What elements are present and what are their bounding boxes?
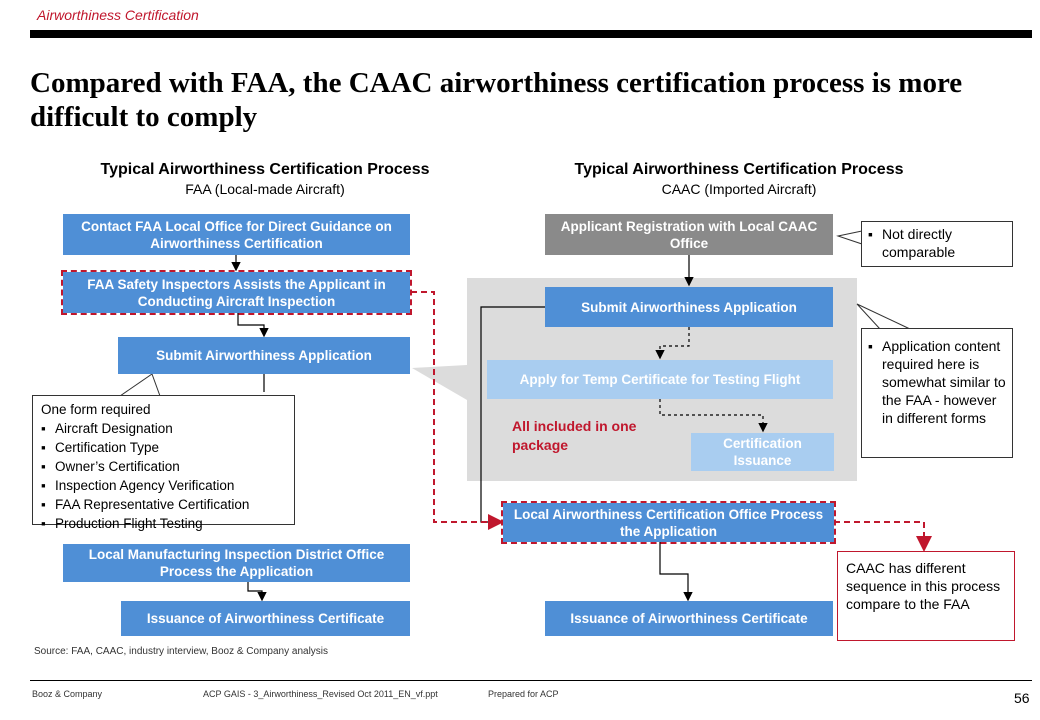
caac-step-certification-issuance: Certification Issuance [691, 433, 834, 471]
note-item-inspection-agency: Inspection Agency Verification [41, 476, 286, 495]
faa-step-district-office: Local Manufacturing Inspection District … [63, 544, 410, 582]
different-sequence-callout: CAAC has different sequence in this proc… [837, 551, 1015, 641]
faa-heading: Typical Airworthiness Certification Proc… [100, 161, 430, 178]
application-content-text: Application content required here is som… [868, 337, 1006, 427]
caac-step-registration: Applicant Registration with Local CAAC O… [545, 214, 833, 255]
caac-step-issuance: Issuance of Airworthiness Certificate [545, 601, 833, 636]
package-label: All included in one package [512, 418, 637, 453]
footer-file: ACP GAIS - 3_Airworthiness_Revised Oct 2… [203, 689, 438, 699]
caac-step-local-office: Local Airworthiness Certification Office… [501, 501, 836, 544]
header-rule [30, 30, 1032, 38]
one-form-note-title: One form required [41, 402, 151, 417]
caac-step-submit-application: Submit Airworthiness Application [545, 287, 833, 327]
different-sequence-text: CAAC has different sequence in this proc… [846, 560, 1001, 612]
page-number: 56 [1014, 690, 1030, 706]
caac-subheading: CAAC (Imported Aircraft) [661, 181, 817, 197]
faa-subheading: FAA (Local-made Aircraft) [185, 181, 345, 197]
faa-column-heading: Typical Airworthiness Certification Proc… [40, 160, 490, 198]
note-item-owners-certification: Owner’s Certification [41, 457, 286, 476]
source-note: Source: FAA, CAAC, industry interview, B… [34, 646, 329, 657]
application-content-callout: Application content required here is som… [861, 328, 1013, 458]
not-comparable-text: Not directly comparable [868, 225, 1006, 261]
footer-rule [30, 680, 1032, 681]
one-form-note: One form required Aircraft Designation C… [32, 395, 295, 533]
footer-prepared: Prepared for ACP [488, 689, 559, 699]
note-item-faa-representative: FAA Representative Certification [41, 495, 286, 514]
not-comparable-callout: Not directly comparable [861, 221, 1013, 267]
note-item-certification-type: Certification Type [41, 438, 286, 457]
one-form-note-list: Aircraft Designation Certification Type … [41, 419, 286, 533]
note-item-production-flight: Production Flight Testing [41, 514, 286, 533]
footer-company: Booz & Company [32, 689, 103, 699]
page-title: Compared with FAA, the CAAC airworthines… [30, 67, 963, 133]
note-item-aircraft-designation: Aircraft Designation [41, 419, 286, 438]
faa-step-contact-office: Contact FAA Local Office for Direct Guid… [63, 214, 410, 255]
caac-step-temp-certificate: Apply for Temp Certificate for Testing F… [487, 360, 833, 399]
caac-heading: Typical Airworthiness Certification Proc… [574, 161, 904, 178]
faa-step-issuance: Issuance of Airworthiness Certificate [121, 601, 410, 636]
faa-step-submit-application: Submit Airworthiness Application [118, 337, 410, 374]
faa-step-safety-inspectors: FAA Safety Inspectors Assists the Applic… [61, 270, 412, 315]
section-label: Airworthiness Certification [37, 7, 199, 23]
caac-column-heading: Typical Airworthiness Certification Proc… [519, 160, 959, 198]
